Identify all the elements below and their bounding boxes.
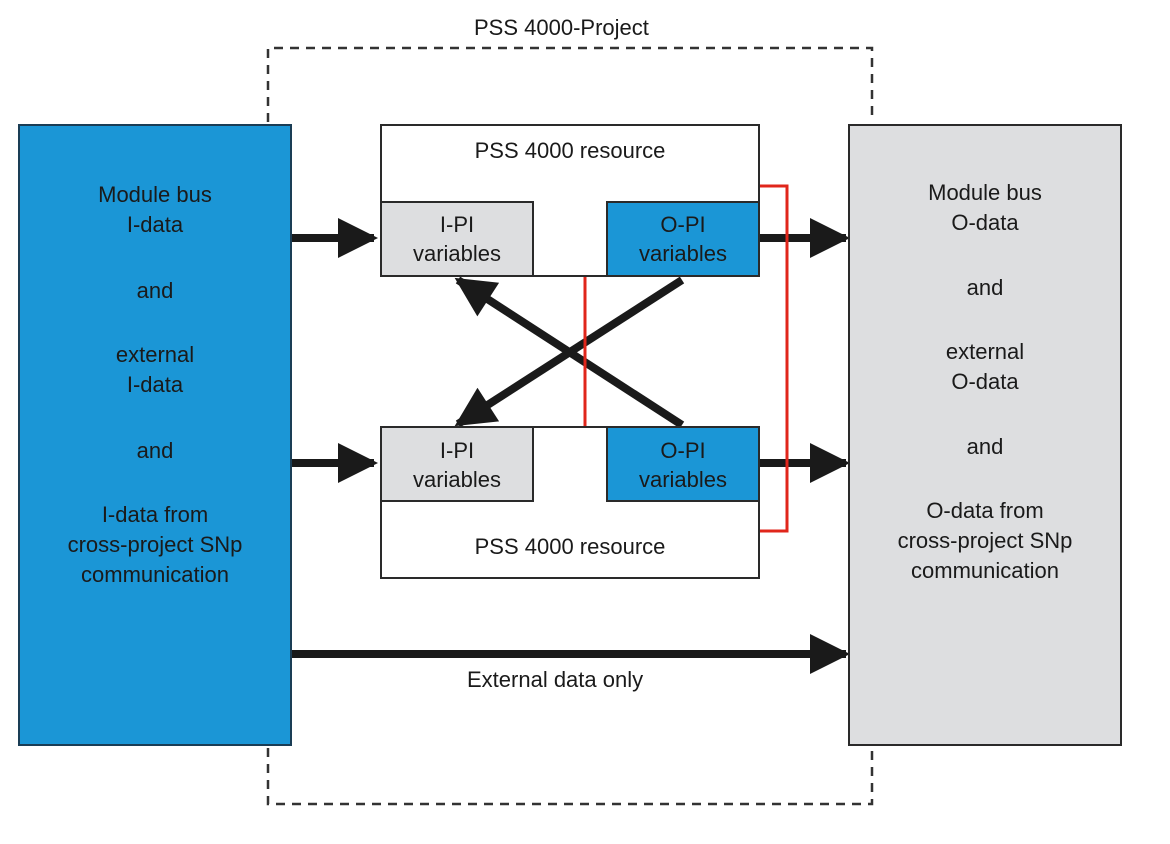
resource-bottom-title: PSS 4000 resource <box>474 534 666 559</box>
right-data-block <box>848 124 1122 746</box>
left-line: cross-project SNp <box>67 532 243 557</box>
right-block-text: Module bus O-data and external O-data an… <box>848 178 1122 586</box>
right-line: communication <box>911 558 1059 583</box>
arrow-opi-bottom-to-ipi-top <box>454 276 685 429</box>
opi-top-line1: O-PI <box>660 212 706 237</box>
left-line: I-data from <box>101 502 209 527</box>
right-line: O-data from <box>926 498 1044 523</box>
resource-top-title: PSS 4000 resource <box>474 138 666 163</box>
opi-variables-top <box>606 201 760 277</box>
project-boundary-dashed <box>266 46 874 806</box>
left-line: communication <box>81 562 229 587</box>
right-line: O-data <box>951 210 1019 235</box>
left-line: I-data <box>126 212 184 237</box>
opi-top-label: O-PI variables <box>606 210 760 268</box>
left-line: external <box>115 342 195 367</box>
ipi-top-label: I-PI variables <box>380 210 534 268</box>
opi-bottom-line1: O-PI <box>660 438 706 463</box>
right-line: external <box>945 339 1025 364</box>
left-line: Module bus <box>98 182 212 207</box>
left-block-text: Module bus I-data and external I-data an… <box>18 180 292 590</box>
ipi-bottom-label: I-PI variables <box>380 436 534 494</box>
ipi-top-line2: variables <box>412 241 502 266</box>
ipi-top-line1: I-PI <box>439 212 475 237</box>
external-data-only-label: External data only <box>467 667 644 692</box>
project-title: PSS 4000-Project <box>474 15 649 40</box>
left-line: I-data <box>126 372 184 397</box>
right-line: cross-project SNp <box>897 528 1073 553</box>
ipi-variables-top <box>380 201 534 277</box>
right-line: and <box>966 434 1004 459</box>
ipi-bottom-line2: variables <box>412 467 502 492</box>
right-line: and <box>966 275 1004 300</box>
opi-bottom-line2: variables <box>638 467 728 492</box>
right-line: Module bus <box>928 180 1042 205</box>
opi-variables-bottom <box>606 426 760 502</box>
opi-bottom-label: O-PI variables <box>606 436 760 494</box>
left-line: and <box>136 278 174 303</box>
ipi-bottom-line1: I-PI <box>439 438 475 463</box>
left-data-block <box>18 124 292 746</box>
left-line: and <box>136 438 174 463</box>
opi-top-line2: variables <box>638 241 728 266</box>
right-line: O-data <box>951 369 1019 394</box>
ipi-variables-bottom <box>380 426 534 502</box>
